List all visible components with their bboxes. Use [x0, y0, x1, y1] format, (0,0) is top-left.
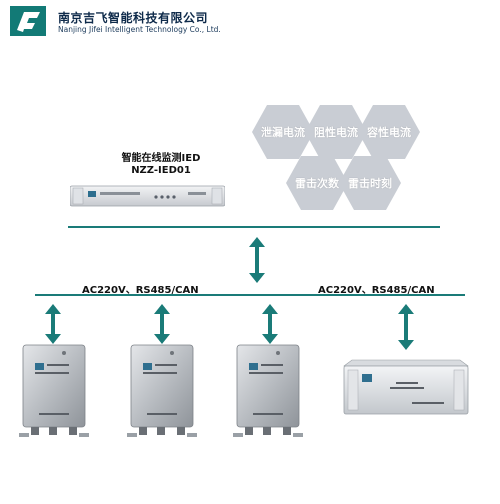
double-arrow-icon	[153, 304, 171, 344]
feature-label: 泄漏电流	[261, 126, 305, 139]
rack-chassis-device	[342, 358, 470, 418]
feature-label: 雷击时刻	[348, 177, 392, 190]
feature-hexagon-resistive-current: 阻性电流	[304, 104, 368, 160]
monitor-box-device	[19, 343, 89, 439]
double-arrow-icon	[261, 304, 279, 344]
company-logo	[10, 6, 46, 36]
bus-label-left: AC220V、RS485/CAN	[82, 285, 199, 296]
feature-hexagon-lightning-count: 雷击次数	[285, 155, 349, 211]
feature-hexagon-leakage-current: 泄漏电流	[251, 104, 315, 160]
monitor-box-device	[233, 343, 303, 439]
double-arrow-icon	[397, 304, 415, 350]
ied-rack-device	[69, 183, 226, 209]
ied-model: NZZ-IED01	[131, 165, 191, 176]
feature-label: 阻性电流	[314, 126, 358, 139]
feature-label: 雷击次数	[295, 177, 339, 190]
company-name-en: Nanjing Jifei Intelligent Technology Co.…	[58, 25, 221, 34]
feature-hexagon-lightning-time: 雷击时刻	[338, 155, 402, 211]
feature-hexagon-capacitive-current: 容性电流	[357, 104, 421, 160]
company-name-cn: 南京吉飞智能科技有限公司	[58, 11, 209, 25]
bus-label-right: AC220V、RS485/CAN	[318, 285, 435, 296]
double-arrow-icon	[44, 304, 62, 344]
ied-title: 智能在线监测IED	[121, 153, 201, 164]
monitor-box-device	[127, 343, 197, 439]
double-arrow-icon	[248, 237, 266, 283]
feature-label: 容性电流	[367, 126, 411, 139]
